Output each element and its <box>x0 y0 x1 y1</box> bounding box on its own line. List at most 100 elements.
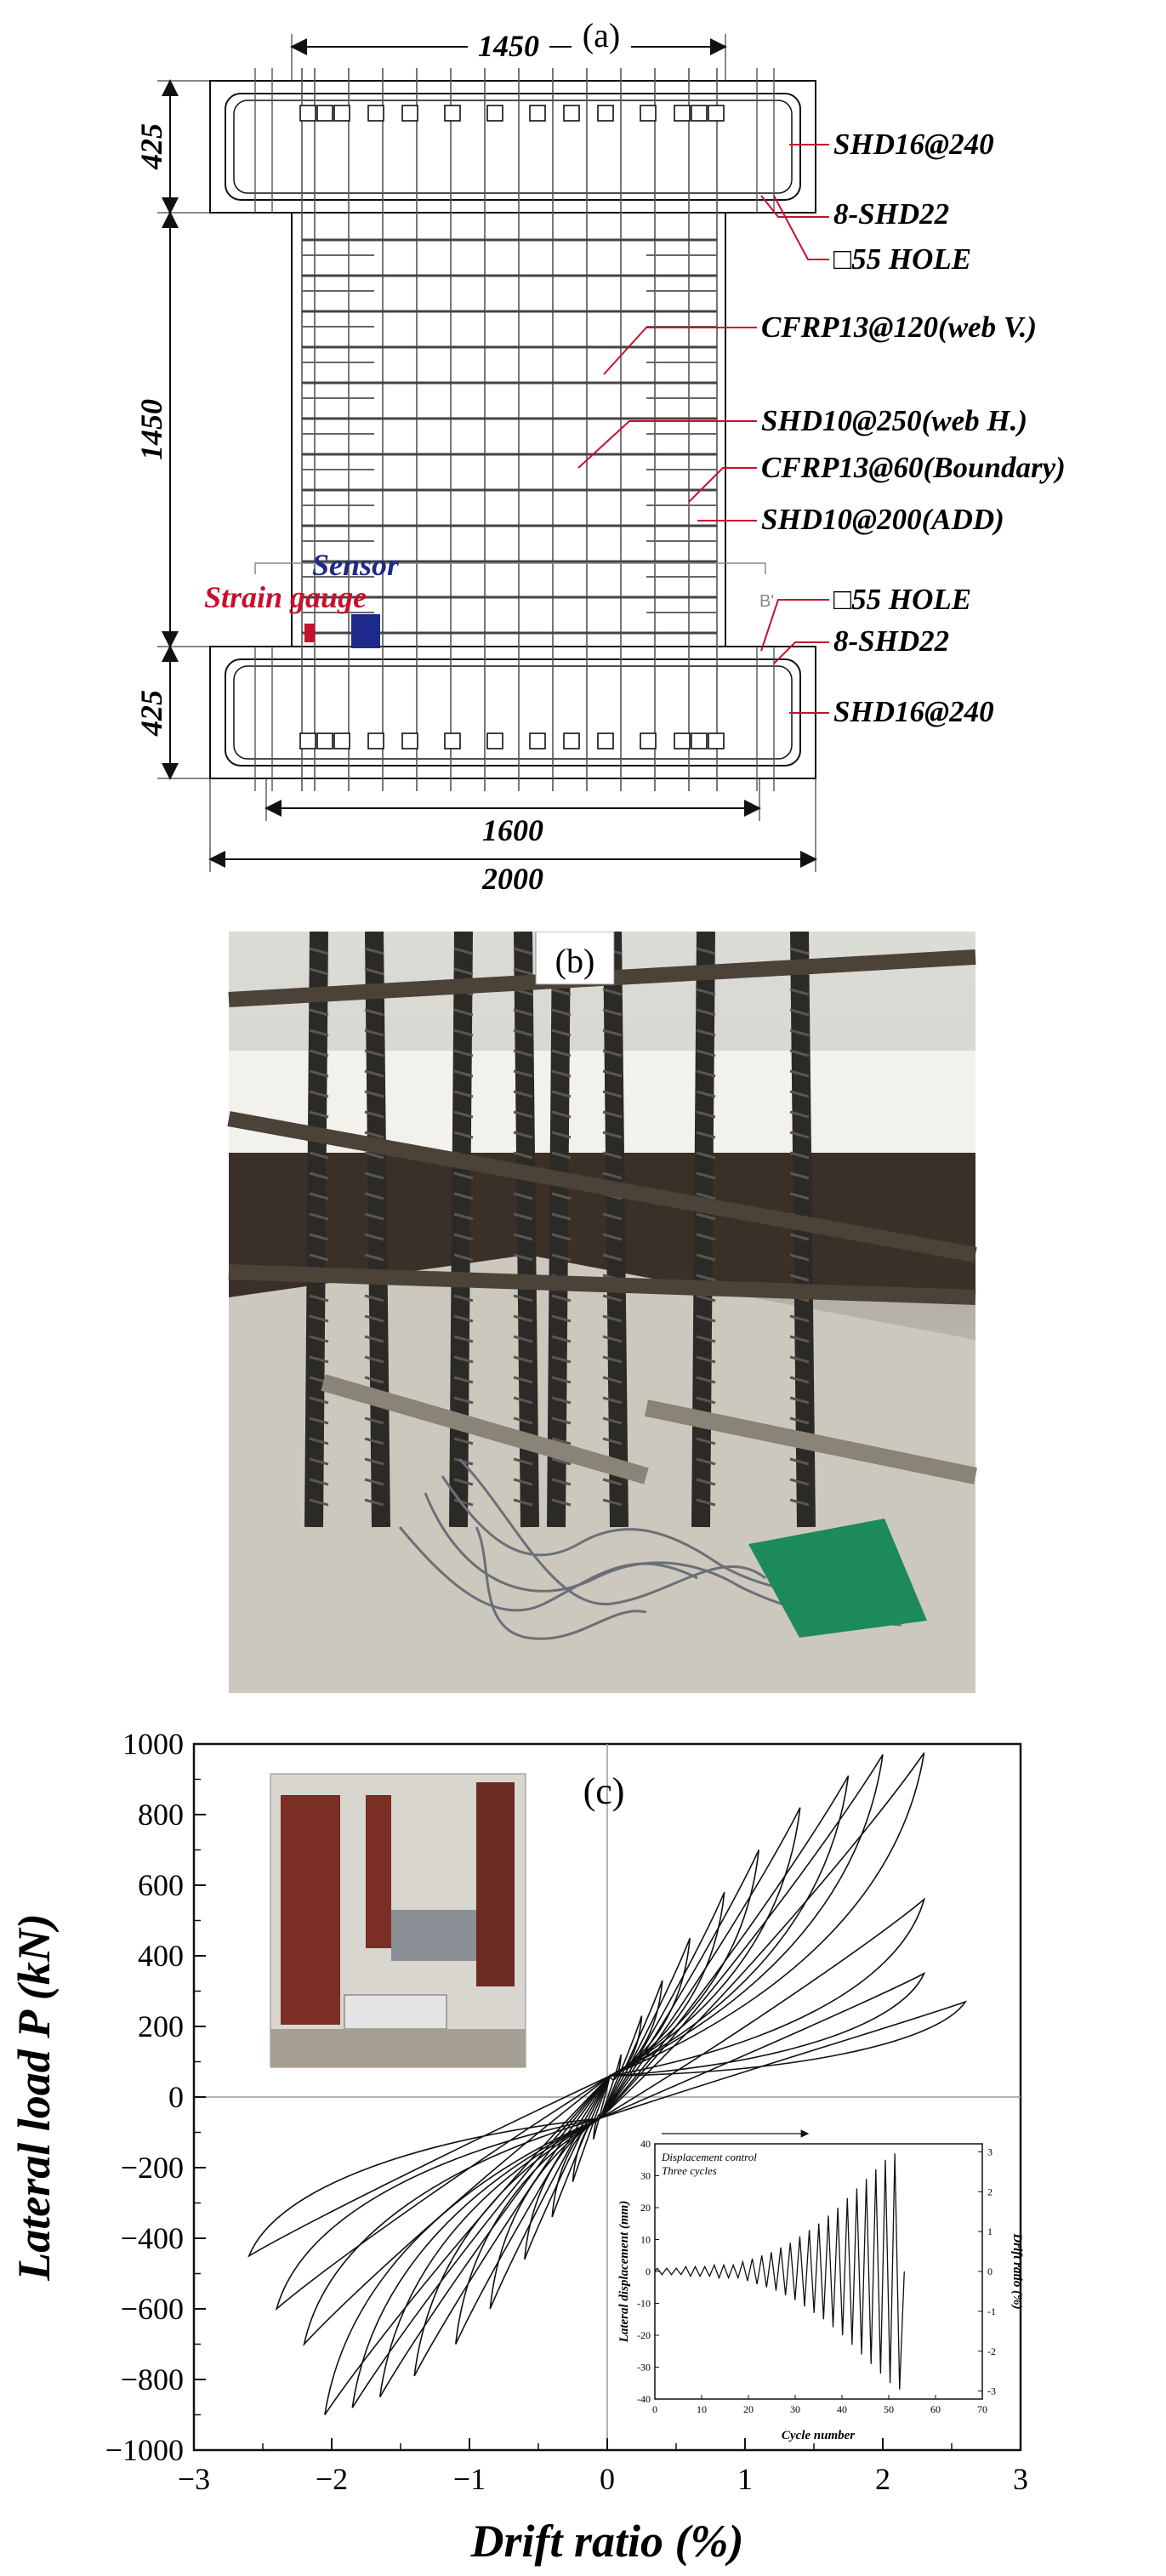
rebar-rib <box>364 1335 384 1343</box>
rebar-rib <box>696 1131 716 1139</box>
callout-8shd22-bottom: 8-SHD22 <box>833 624 949 658</box>
rebar-rib <box>309 1151 329 1160</box>
rebar-rib <box>364 947 384 955</box>
rebar-rib <box>513 1478 533 1486</box>
callout-shd10-add: SHD10@200(ADD) <box>761 503 1004 536</box>
inset-x-tick-label: 20 <box>743 2403 754 2415</box>
rebar-rib <box>364 1171 384 1180</box>
inset-protocol-line <box>654 2153 905 2390</box>
callout-shd16-bottom: SHD16@240 <box>833 695 994 728</box>
hole <box>333 105 350 122</box>
rebar-rib <box>513 1498 533 1507</box>
rebar-rib <box>513 1212 533 1221</box>
rebar-rib <box>789 1498 810 1507</box>
rebar-rib <box>696 1192 716 1200</box>
inset-x-label: Cycle number <box>782 2429 855 2442</box>
rebar-rib <box>551 1049 572 1057</box>
hole <box>367 105 384 122</box>
rebar-rib <box>453 947 474 955</box>
rebar-rib <box>309 947 329 955</box>
rebar-rib <box>696 1274 716 1282</box>
inset-x-tick-label: 60 <box>930 2403 941 2415</box>
panel-a-drawing: (a) 1450 425 1450 425 1600 2000 SHD16@24… <box>0 0 1166 915</box>
x-tick-label: −2 <box>316 2462 348 2496</box>
rebar-rib <box>602 1131 623 1139</box>
rebar-rib <box>309 1049 329 1057</box>
photo-horizontal-rebar <box>228 1264 976 1305</box>
rebar-rib <box>602 1090 623 1098</box>
hole <box>563 732 580 749</box>
rebar-rib <box>364 1355 384 1364</box>
y-tick-label: 600 <box>138 1868 184 1902</box>
y-tick-label: 0 <box>168 2080 184 2114</box>
rebar-rib <box>789 1314 810 1323</box>
photo-horizontal-rebar <box>227 1111 977 1262</box>
rebar-rib <box>513 1131 533 1139</box>
rebar-rib <box>551 1029 572 1037</box>
label-bg <box>535 932 615 985</box>
hole <box>708 732 725 749</box>
rebar-rib <box>551 1212 572 1221</box>
rebar-rib <box>696 1314 716 1323</box>
rebar-rib <box>696 1253 716 1262</box>
hole <box>401 732 418 749</box>
hole <box>367 732 384 749</box>
test-setup-photo <box>270 1773 526 2068</box>
photo-vertical-rebar <box>514 932 539 1528</box>
rebar-rib <box>513 1253 533 1262</box>
inset-y-tick-label: 40 <box>640 2138 651 2150</box>
rebar-rib <box>364 1294 384 1302</box>
rebar-rib <box>551 988 572 996</box>
rebar-rib <box>309 1335 329 1343</box>
rebar-rib <box>696 1355 716 1364</box>
rebar-rib <box>364 1029 384 1037</box>
rebar-rib <box>364 1416 384 1425</box>
rebar-rib <box>696 1069 716 1078</box>
hole <box>299 105 316 122</box>
rebar-rib <box>309 1233 329 1241</box>
rebar-rib <box>513 1376 533 1384</box>
rebar-rib <box>453 1008 474 1017</box>
rebar-rib <box>453 1314 474 1323</box>
sensor-marker <box>351 614 380 648</box>
rebar-rib <box>789 1151 810 1160</box>
rebar-rib <box>602 1396 623 1405</box>
rebar-rib <box>453 1335 474 1343</box>
x-axis-label: Drift ratio (%) <box>470 2516 744 2567</box>
rebar-rib <box>364 1212 384 1221</box>
rebar-rib <box>602 1253 623 1262</box>
rebar-rib <box>789 1274 810 1282</box>
photo-green-tape <box>748 1519 927 1638</box>
y-axis-label: Lateral load P (kN) <box>9 1913 60 2281</box>
callout-cfrp-web-v: CFRP13@120(web V.) <box>761 311 1037 344</box>
hole <box>401 105 418 122</box>
rebar-rib <box>513 1008 533 1017</box>
hole <box>708 105 725 122</box>
hole <box>691 105 708 122</box>
rebar-rib <box>453 1131 474 1139</box>
rebar-rib <box>309 1171 329 1180</box>
rebar-rib <box>513 1233 533 1241</box>
inset-y2-tick-label: -3 <box>987 2385 996 2397</box>
rebar-rib <box>696 1151 716 1160</box>
rebar-rib <box>513 1110 533 1119</box>
rebar-rib <box>551 1416 572 1425</box>
panel-b-label: (b) <box>555 942 595 980</box>
rebar-rib <box>453 1212 474 1221</box>
rebar-rib <box>364 1131 384 1139</box>
rebar-rib <box>789 1069 810 1078</box>
hysteresis-loops <box>247 1752 968 2415</box>
rebar-rib <box>789 947 810 955</box>
rebar-rib <box>551 1008 572 1017</box>
rebar-rib <box>696 1171 716 1180</box>
sensor-label: Sensor <box>312 548 400 582</box>
panel-a-label: (a) <box>583 16 620 54</box>
rebar-rib <box>789 988 810 996</box>
rebar-rib <box>696 1029 716 1037</box>
rebar-rib <box>364 1069 384 1078</box>
x-tick-label: 3 <box>1013 2462 1028 2496</box>
x-tick-label: 0 <box>600 2462 615 2496</box>
rebar-rib <box>513 1029 533 1037</box>
